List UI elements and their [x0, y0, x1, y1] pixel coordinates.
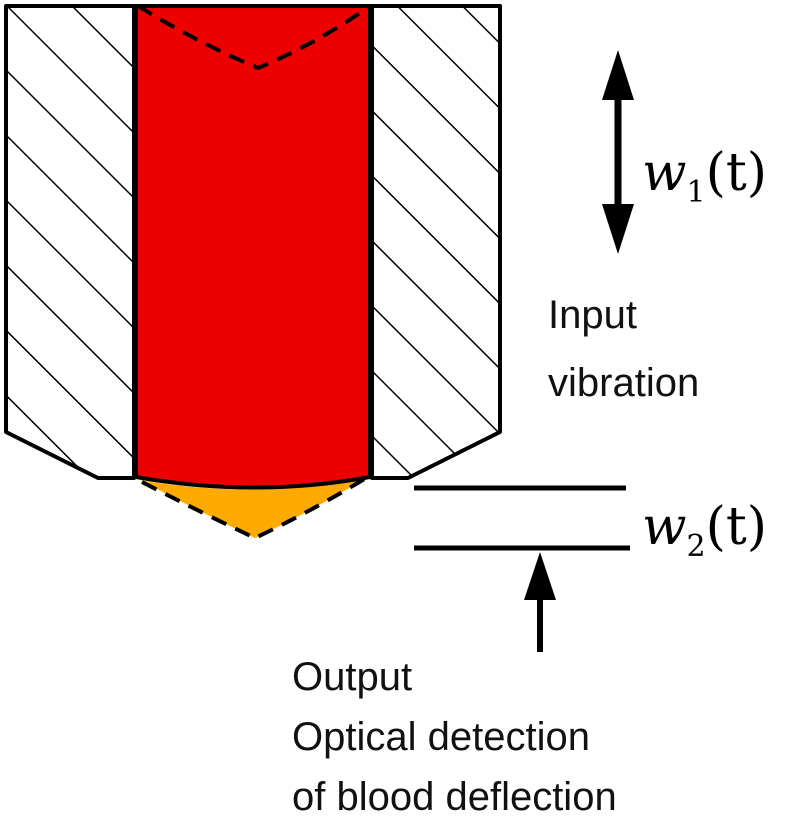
input-displacement-symbol: w1(t) — [642, 143, 767, 210]
bottom-surface-dashed-line — [141, 476, 368, 541]
top-surface-dashed-line — [136, 4, 372, 71]
output-label-line3: of blood deflection — [292, 775, 617, 819]
blood-meniscus — [140, 478, 366, 538]
input-label-line2: vibration — [548, 361, 699, 405]
output-label-line1: Output — [292, 655, 412, 699]
output-displacement-symbol: w2(t) — [642, 497, 767, 564]
right-wall — [370, 4, 502, 480]
output-label-line2: Optical detection — [292, 715, 590, 759]
blood-column — [134, 4, 372, 490]
output-arrow-icon — [524, 552, 556, 652]
input-label-line1: Input — [548, 293, 637, 337]
input-double-arrow-icon — [602, 50, 634, 254]
left-wall — [4, 4, 136, 480]
